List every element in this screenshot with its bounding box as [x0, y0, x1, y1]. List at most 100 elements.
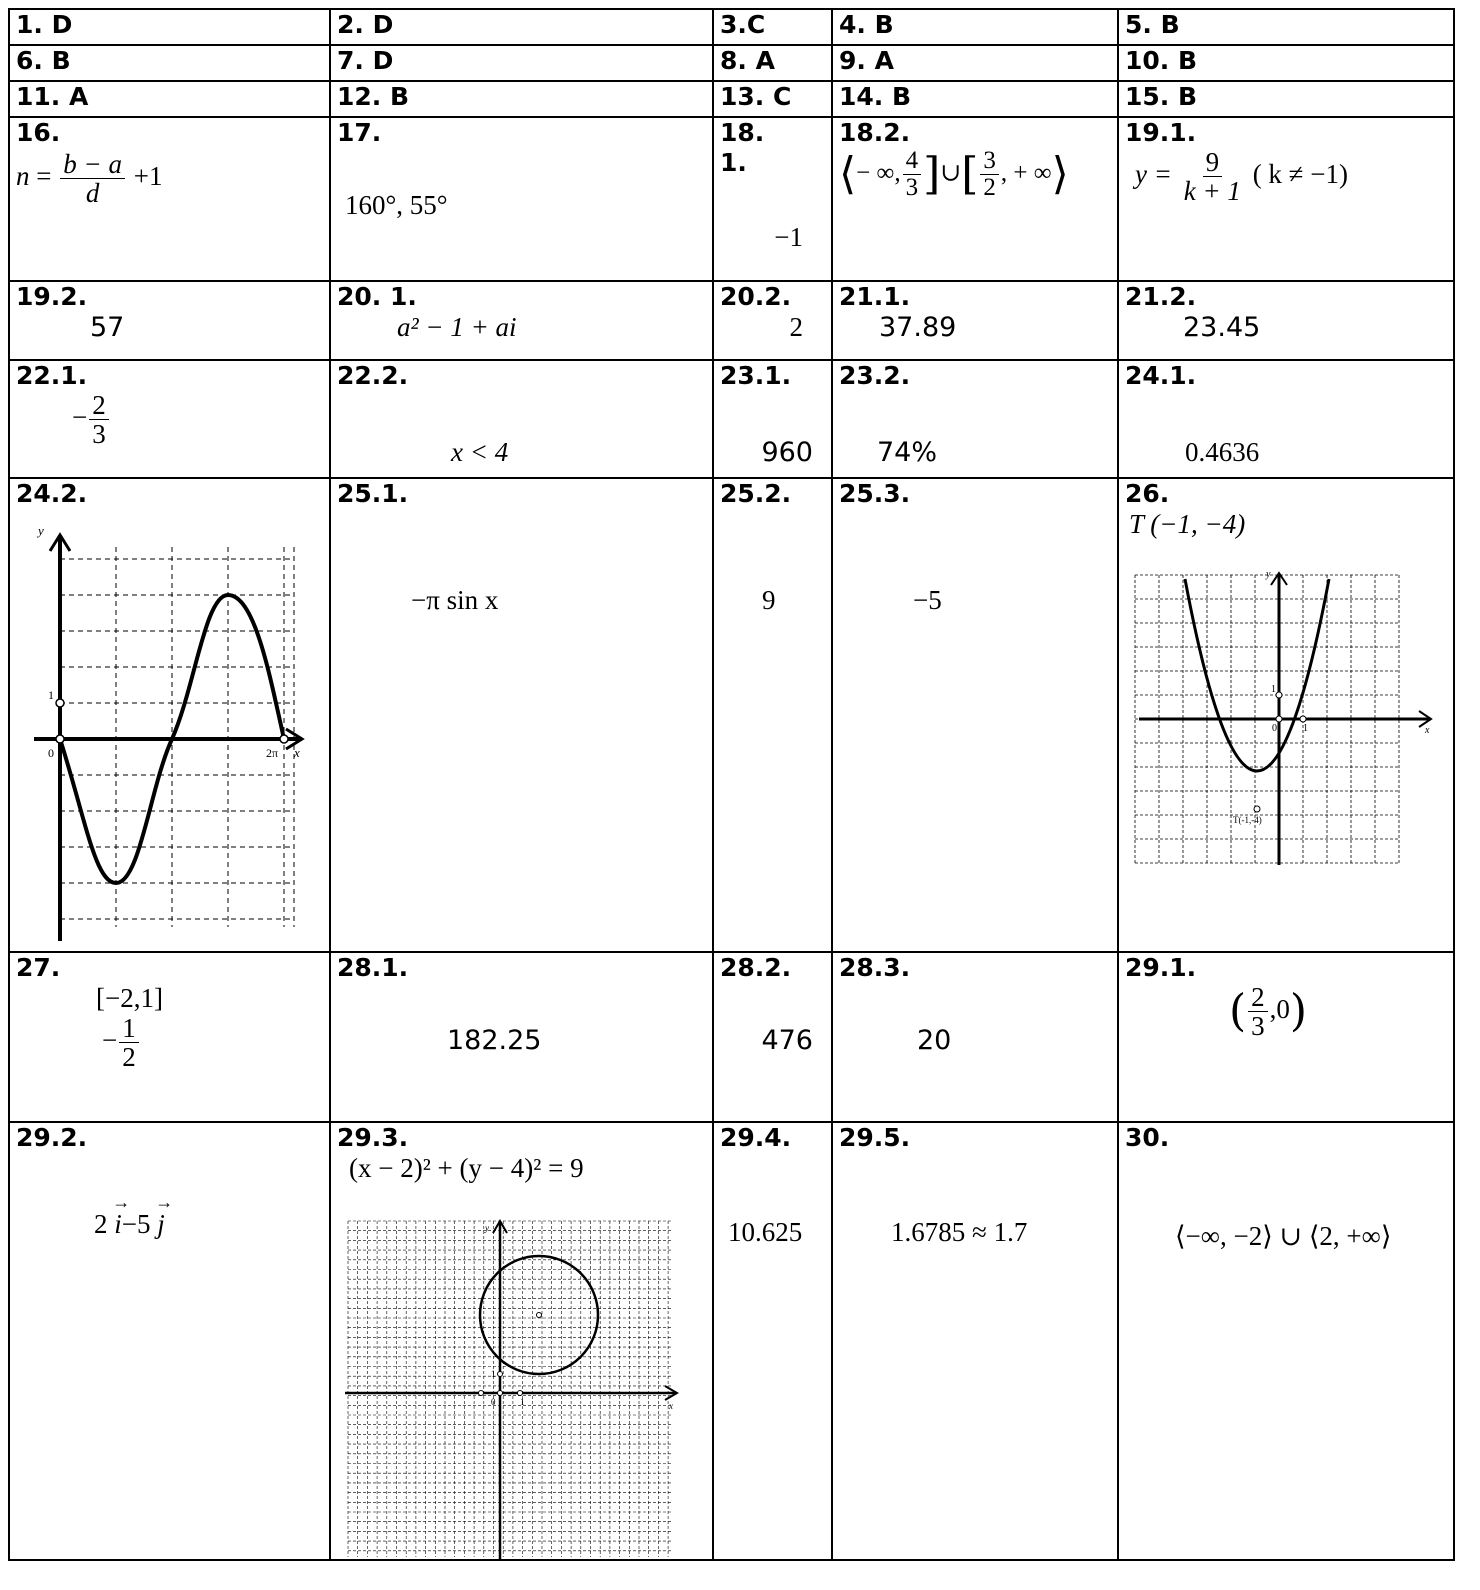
cell-label: 25.1.	[337, 479, 409, 508]
table-row: 1. D 2. D 3.C 4. B 5. B	[8, 8, 1455, 46]
left-paren: (	[1229, 985, 1247, 1037]
cell-label: 22.1.	[16, 361, 88, 390]
answer-text: −π sin x	[411, 585, 499, 615]
cell-5: 5. B	[1117, 8, 1455, 46]
minus-sign: −	[102, 1025, 118, 1056]
cell-10: 10. B	[1117, 44, 1455, 82]
answer-value: 160°, 55°	[345, 190, 448, 220]
cell-29-2: 29.2. 2 i−5 j	[8, 1121, 331, 1561]
cell-28-3: 28.3. 20	[831, 951, 1119, 1123]
pos-infinity: , + ∞	[1000, 159, 1052, 187]
cell-20-2: 20.2. 2	[712, 280, 833, 361]
cell-label: 29.5.	[839, 1123, 911, 1152]
cell-label: 5. B	[1125, 10, 1180, 39]
cell-label: 30.	[1125, 1123, 1170, 1152]
cell-15: 15. B	[1117, 80, 1455, 118]
numerator: 1	[119, 1014, 139, 1044]
cell-label: 15. B	[1125, 82, 1198, 111]
denominator: 3	[1251, 1011, 1265, 1042]
right-square-bracket: ]	[923, 148, 941, 200]
plus-one: +1	[133, 161, 163, 192]
cell-19-2: 19.2. 57	[8, 280, 331, 361]
cell-label: 20.2.	[720, 282, 792, 311]
numerator: 4	[902, 147, 922, 176]
cell-2: 2. D	[329, 8, 714, 46]
cell-14: 14. B	[831, 80, 1119, 118]
y-one-label: 1	[491, 1369, 496, 1379]
origin-label: 0	[48, 746, 54, 760]
y-axis-label: y	[1265, 571, 1271, 580]
y-axis-label: y	[484, 1223, 489, 1233]
answer-value: 23.45	[1183, 312, 1261, 343]
cell-label: 28.1.	[337, 953, 409, 982]
circle-graph: y 1 0 1 x	[345, 1219, 679, 1558]
vector-j: j	[155, 1192, 172, 1240]
x-one-label: 1	[1303, 723, 1308, 734]
cell-label: 20. 1.	[337, 282, 417, 311]
cell-label: 21.2.	[1125, 282, 1197, 311]
answer-value: 9	[762, 585, 776, 615]
table-row: 19.2. 57 20. 1. a² − 1 + ai 20.2. 2 21.1…	[8, 280, 1455, 361]
cell-23-1: 23.1. 960	[712, 359, 833, 479]
answer-value: 20	[917, 1025, 952, 1056]
cell-label: 22.2.	[337, 361, 409, 390]
table-row: 24.2. y 1 0 2π x 2	[8, 477, 1455, 953]
cell-label: 29.2.	[16, 1123, 88, 1152]
cell-25-3: 25.3. −5	[831, 477, 1119, 953]
origin-label: 0	[1272, 723, 1277, 734]
right-angle-bracket: ⟩	[1051, 148, 1069, 200]
cell-18: 18. 1. −1	[712, 116, 833, 282]
cell-13: 13. C	[712, 80, 833, 118]
cell-label: 11. A	[16, 82, 89, 111]
vertex-answer: T (−1, −4)	[1129, 509, 1246, 539]
table-row: 11. A 12. B 13. C 14. B 15. B	[8, 80, 1455, 118]
answer-value: 960	[761, 437, 813, 468]
cell-label: 23.2.	[839, 361, 911, 390]
answer-value: a² − 1 + ai	[397, 312, 517, 342]
cell-1: 1. D	[8, 8, 331, 46]
cell-label: 1. D	[16, 10, 73, 39]
answer-value: 2	[789, 312, 804, 342]
cell-label: 26.	[1125, 479, 1170, 508]
cell-label: 13. C	[720, 82, 792, 111]
right-paren: )	[1289, 985, 1308, 1037]
cell-29-4: 29.4. 10.625	[712, 1121, 833, 1561]
sine-graph: y 1 0 2π x	[34, 523, 305, 941]
denominator: 2	[983, 174, 996, 202]
origin-label: 0	[491, 1397, 496, 1407]
x-axis-label: x	[668, 1401, 673, 1411]
var-y: y =	[1135, 159, 1172, 190]
cell-12: 12. B	[329, 80, 714, 118]
condition: ( k ≠ −1)	[1252, 159, 1348, 190]
answer-value: 37.89	[879, 312, 957, 343]
cell-17: 17. 160°, 55°	[329, 116, 714, 282]
cell-label: 29.1.	[1125, 953, 1197, 982]
cell-label: 29.3.	[337, 1123, 409, 1152]
cell-30: 30. ⟨−∞, −2⟩ ∪ ⟨2, +∞⟩	[1117, 1121, 1455, 1561]
numerator: 2	[89, 391, 109, 421]
answer-value: 74%	[877, 437, 938, 468]
y-axis-label: y	[36, 523, 44, 538]
circle-equation: (x − 2)² + (y − 4)² = 9	[349, 1153, 584, 1183]
cell-label: 19.2.	[16, 282, 88, 311]
cell-4: 4. B	[831, 8, 1119, 46]
x-axis-label: x	[1424, 725, 1430, 736]
minus-sign: −	[72, 402, 88, 433]
numerator: 2	[1248, 983, 1268, 1013]
coefficient: 2	[94, 1209, 108, 1239]
answer-value: 476	[761, 1025, 813, 1056]
cell-7: 7. D	[329, 44, 714, 82]
x-one-label: 1	[520, 1397, 525, 1407]
